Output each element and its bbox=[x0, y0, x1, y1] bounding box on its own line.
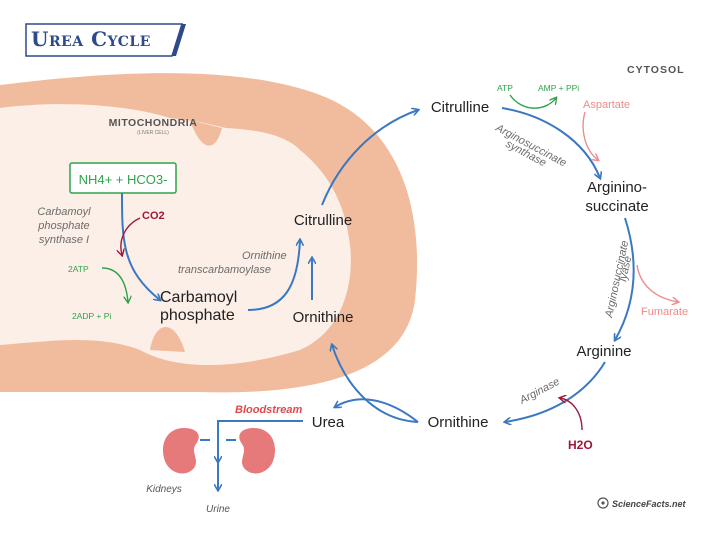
otc-line1: Ornithine bbox=[242, 250, 287, 262]
arrow-ornithine-import bbox=[332, 345, 419, 423]
ammonium-bicarbonate: NH4+ + HCO3- bbox=[79, 172, 168, 187]
mitochondria-crista bbox=[190, 120, 222, 146]
adp-pi-label: 2ADP + Pi bbox=[72, 311, 111, 321]
mitochondria-sublabel: (LIVER CELL) bbox=[137, 130, 169, 136]
aspartate-arrow bbox=[582, 111, 598, 160]
ornithine-mito-label: Ornithine bbox=[293, 309, 354, 326]
amp-ppi-label: AMP + PPi bbox=[538, 83, 579, 93]
carbamoyl-phosphate-line2: phosphate bbox=[160, 307, 235, 324]
water-label: H2O bbox=[568, 438, 593, 452]
arrow-to-argininosuccinate bbox=[501, 107, 600, 178]
water-arrow bbox=[560, 398, 583, 431]
cps1-line1: Carbamoyl bbox=[37, 206, 91, 218]
kidneys-label: Kidneys bbox=[146, 484, 182, 495]
arrow-to-arginine bbox=[615, 217, 635, 340]
atp-label: ATP bbox=[497, 83, 513, 93]
asl-line2: lyase bbox=[617, 255, 634, 283]
carbamoyl-phosphate-line1: Carbamoyl bbox=[160, 289, 237, 306]
co2-label: CO2 bbox=[142, 210, 165, 222]
arrow-urea-to-kidneys bbox=[218, 420, 303, 462]
citrulline-mito-label: Citrulline bbox=[294, 212, 352, 229]
urine-label: Urine bbox=[206, 504, 230, 515]
otc-line2: transcarbamoylase bbox=[178, 264, 271, 276]
arginase-label: Arginase bbox=[517, 376, 562, 407]
ornithine-cyto-label: Ornithine bbox=[428, 414, 489, 431]
arrow-to-ornithine-cyto bbox=[505, 361, 606, 422]
citrulline-cyto-label: Citrulline bbox=[431, 99, 489, 116]
title-accent bbox=[172, 24, 186, 56]
urea-label: Urea bbox=[312, 414, 345, 431]
atp-2-label: 2ATP bbox=[68, 264, 89, 274]
co2-arrow bbox=[121, 217, 141, 255]
arrow-citrulline-export bbox=[321, 110, 418, 206]
cps1-line3: synthase I bbox=[39, 234, 89, 246]
mitochondria-label: MITOCHONDRIA bbox=[109, 117, 198, 129]
sciencefacts-logo-icon bbox=[597, 497, 609, 509]
atp-arrow bbox=[101, 267, 128, 302]
page-title: Urea Cycle bbox=[31, 27, 151, 51]
bloodstream-label: Bloodstream bbox=[235, 404, 302, 416]
fumarate-label: Fumarate bbox=[641, 306, 688, 318]
watermark-text: ScienceFacts.net bbox=[612, 499, 687, 509]
atp-to-amp-arrow bbox=[509, 94, 556, 109]
arrow-to-citrulline-mito bbox=[247, 240, 300, 311]
cytosol-label: CYTOSOL bbox=[627, 64, 685, 76]
arrow-to-carbamoyl-phosphate bbox=[121, 192, 160, 300]
aspartate-label: Aspartate bbox=[583, 99, 630, 111]
arginine-label: Arginine bbox=[576, 343, 631, 360]
left-kidney-icon bbox=[162, 428, 199, 474]
fumarate-arrow bbox=[636, 264, 678, 302]
argininosuccinate-line2: succinate bbox=[585, 198, 648, 215]
right-kidney-icon bbox=[239, 428, 276, 474]
arrow-to-urea bbox=[335, 398, 419, 423]
argininosuccinate-line1: Arginino- bbox=[587, 179, 647, 196]
cps1-line2: phosphate bbox=[37, 220, 89, 232]
mitochondria-crista bbox=[150, 327, 185, 352]
